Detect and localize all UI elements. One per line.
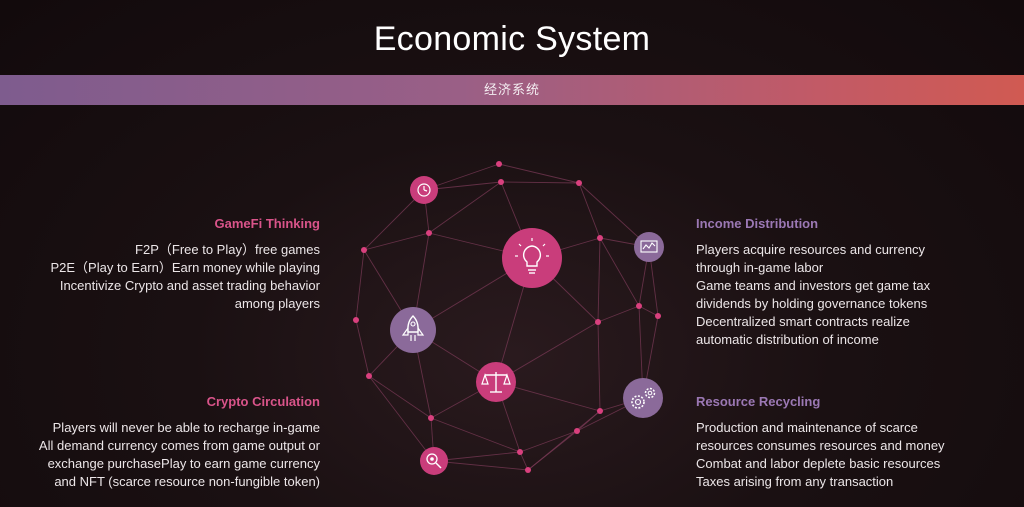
- gamefi-line: P2E（Play to Earn）Earn money while playin…: [50, 260, 320, 275]
- crypto-heading: Crypto Circulation: [206, 394, 320, 409]
- network-node: [525, 467, 531, 473]
- crypto-text: Players will never be able to recharge i…: [10, 419, 320, 491]
- income-line: through in-game labor: [696, 260, 824, 275]
- income-line: Game teams and investors get game tax: [696, 278, 931, 293]
- network-node: [496, 161, 502, 167]
- gamefi-text: F2P（Free to Play）free games P2E（Play to …: [10, 241, 320, 313]
- recycling-line: Combat and labor deplete basic resources: [696, 456, 941, 471]
- clock-icon: [410, 176, 438, 204]
- gamefi-line: Incentivize Crypto and asset trading beh…: [59, 278, 320, 293]
- recycling-text: Production and maintenance of scarce res…: [696, 419, 1016, 491]
- network-node: [636, 303, 642, 309]
- subtitle-band: 经济系统: [0, 75, 1024, 105]
- network-node: [655, 313, 661, 319]
- network-node: [597, 408, 603, 414]
- network-node: [353, 317, 359, 323]
- recycling-line: resources consumes resources and money: [696, 438, 945, 453]
- network-node: [574, 428, 580, 434]
- gamefi-line: among players: [234, 296, 320, 311]
- income-line: Decentralized smart contracts realize: [696, 314, 910, 329]
- income-heading: Income Distribution: [696, 216, 819, 231]
- network-node: [576, 180, 582, 186]
- crypto-line: Players will never be able to recharge i…: [52, 420, 320, 435]
- network-node: [428, 415, 434, 421]
- recycling-line: Taxes arising from any transaction: [696, 474, 894, 489]
- gamefi-line: F2P（Free to Play）free games: [135, 242, 320, 257]
- gears-icon: [623, 378, 663, 418]
- chart-icon: [634, 232, 664, 262]
- gamefi-heading: GameFi Thinking: [214, 216, 320, 231]
- network-node: [517, 449, 523, 455]
- page-title: Economic System: [373, 20, 651, 58]
- income-line: dividends by holding governance tokens: [696, 296, 928, 311]
- income-line: automatic distribution of income: [696, 332, 879, 347]
- subtitle-label: 经济系统: [483, 82, 540, 97]
- recycling-line: Production and maintenance of scarce: [696, 420, 918, 435]
- network-node: [361, 247, 367, 253]
- crypto-line: exchange purchasePlay to earn game curre…: [47, 456, 320, 471]
- network-node: [426, 230, 432, 236]
- network-node: [595, 319, 601, 325]
- search-gear-icon: [420, 447, 448, 475]
- lightbulb-icon: [502, 228, 562, 288]
- scales-icon: [476, 362, 516, 402]
- income-text: Players acquire resources and currency t…: [696, 241, 1016, 349]
- network-node: [498, 179, 504, 185]
- rocket-icon: [390, 307, 436, 353]
- network-node: [597, 235, 603, 241]
- recycling-heading: Resource Recycling: [696, 394, 821, 409]
- crypto-line: and NFT (scarce resource non-fungible to…: [54, 474, 320, 489]
- network-node: [366, 373, 372, 379]
- income-line: Players acquire resources and currency: [696, 242, 926, 257]
- crypto-line: All demand currency comes from game outp…: [38, 438, 320, 453]
